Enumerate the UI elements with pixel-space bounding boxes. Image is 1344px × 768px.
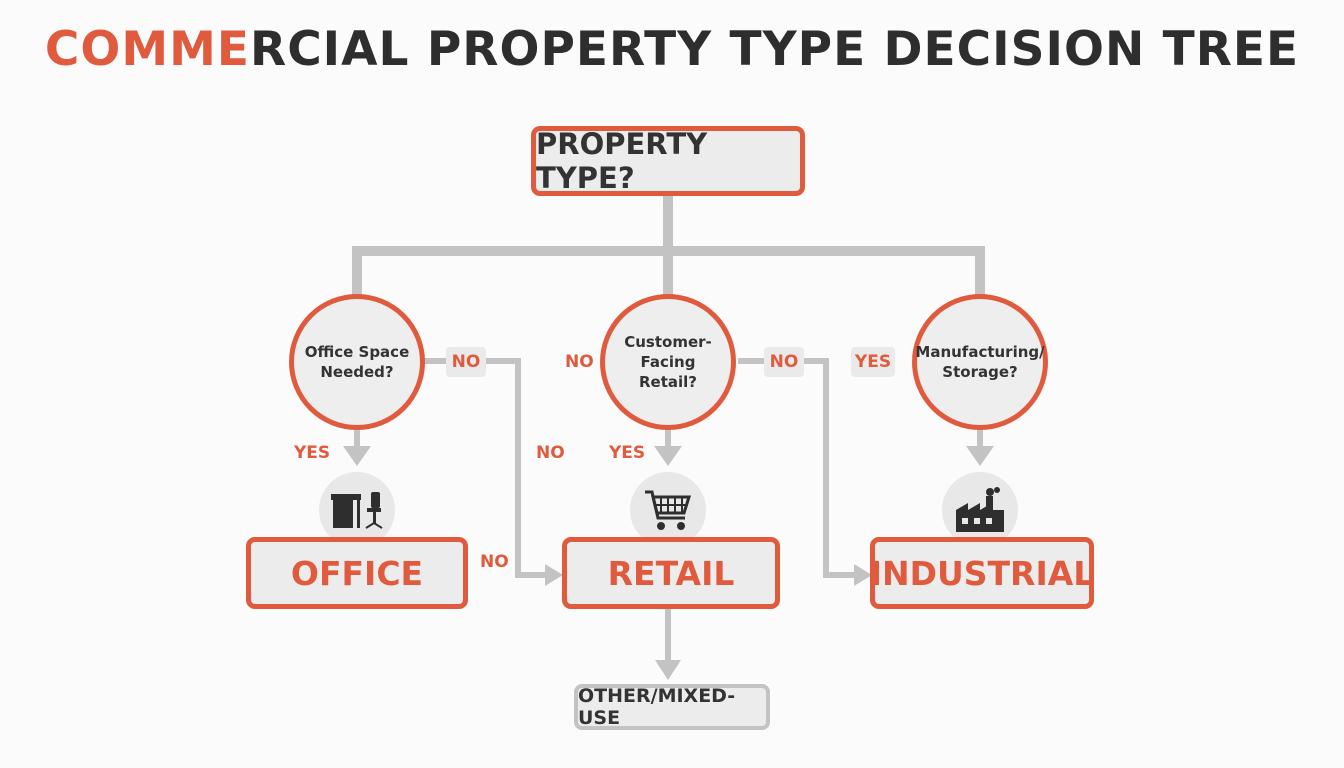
industrial-yes-chip-text: YES [854, 352, 892, 372]
decision-retail-label: Customer-Facing Retail? [624, 332, 712, 392]
title-rest: RCIAL PROPERTY TYPE DECISION TREE [250, 22, 1300, 77]
retail-yes-arrow [654, 446, 682, 466]
title-accent: COMME [44, 22, 250, 77]
decision-retail: Customer-Facing Retail? [600, 294, 736, 430]
diagram-title: COMMERCIAL PROPERTY TYPE DECISION TREE [0, 22, 1344, 77]
decision-office: Office Space Needed? [289, 294, 425, 430]
office-no-label: NO [536, 443, 565, 463]
decision-industrial-label: Manufacturing/ Storage? [915, 342, 1045, 381]
result-industrial-label: INDUSTRIAL [869, 553, 1095, 593]
decision-industrial: Manufacturing/ Storage? [912, 294, 1048, 430]
decision-office-label: Office Space Needed? [304, 342, 410, 381]
result-industrial: INDUSTRIAL [870, 537, 1094, 609]
retail-no-chip-text: NO [769, 352, 799, 372]
result-retail-label: RETAIL [607, 553, 735, 593]
trunk-line [352, 196, 985, 303]
industrial-yes-arrow [966, 446, 994, 466]
other-arrow [655, 660, 681, 680]
office-yes-arrow [343, 446, 371, 466]
result-office-label: OFFICE [290, 553, 424, 593]
office-no-lower-label: NO [480, 552, 509, 572]
office-no-arrow [545, 564, 563, 586]
industrial-yes-chip: YES [851, 347, 895, 377]
result-office: OFFICE [246, 537, 468, 609]
result-other-label: OTHER/MIXED-USE [578, 685, 736, 729]
retail-no-chip: NO [764, 347, 804, 377]
root-node: PROPERTY TYPE? [531, 126, 805, 196]
retail-yes-label: YES [609, 443, 646, 463]
desk-chair-icon [319, 472, 395, 548]
result-retail: RETAIL [562, 537, 780, 609]
office-yes-label: YES [294, 443, 331, 463]
factory-icon [942, 472, 1018, 548]
retail-no-left-label: NO [565, 352, 594, 372]
root-label: PROPERTY TYPE? [536, 127, 708, 195]
middle-no-arrow [854, 564, 872, 586]
shopping-cart-icon [630, 472, 706, 548]
result-other: OTHER/MIXED-USE [574, 684, 770, 730]
office-no-chip: NO [446, 347, 486, 377]
office-no-chip-text: NO [451, 352, 481, 372]
